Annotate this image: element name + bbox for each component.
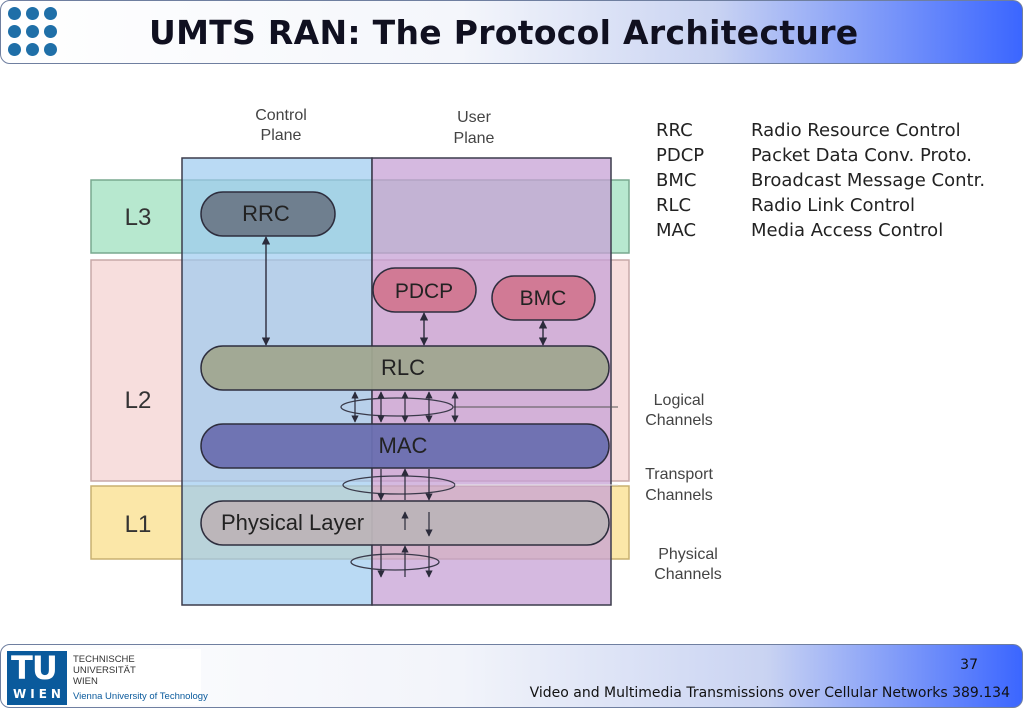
rrc-label: RRC bbox=[242, 201, 290, 226]
legend-row: RRC Radio Resource Control bbox=[656, 118, 985, 143]
legend-row: RLC Radio Link Control bbox=[656, 193, 985, 218]
l1-label: L1 bbox=[125, 511, 152, 538]
university-name: TECHNISCHE UNIVERSITÄT WIEN Vienna Unive… bbox=[73, 654, 208, 702]
physical-channels-label: Physical bbox=[658, 546, 718, 563]
rlc-block bbox=[200, 345, 610, 391]
legend-full: Broadcast Message Contr. bbox=[751, 170, 986, 191]
legend-abbr: PDCP bbox=[656, 145, 705, 166]
rlc-label: RLC bbox=[381, 355, 425, 380]
title-bar: UMTS RAN: The Protocol Architecture bbox=[0, 0, 1023, 64]
logical-channels-label: Channels bbox=[645, 412, 713, 429]
transport-channels-label: Channels bbox=[645, 487, 713, 504]
footer-bar: TU WIEN TECHNISCHE UNIVERSITÄT WIEN Vien… bbox=[0, 644, 1023, 708]
tu-logo-big: TU bbox=[11, 649, 58, 687]
bmc-label: BMC bbox=[520, 287, 567, 310]
legend-row: BMC Broadcast Message Contr. bbox=[656, 168, 985, 193]
logical-channels-label: Logical bbox=[654, 392, 705, 409]
legend-abbr: RLC bbox=[656, 195, 692, 216]
control-plane-label: Control bbox=[255, 107, 307, 124]
logo-dots-icon bbox=[8, 7, 58, 57]
physical-channels-ellipse bbox=[350, 553, 440, 571]
user-plane-label: Plane bbox=[454, 130, 495, 147]
legend-abbr: RRC bbox=[656, 120, 693, 141]
page-title: UMTS RAN: The Protocol Architecture bbox=[149, 13, 859, 52]
physical-channels-label: Channels bbox=[654, 566, 722, 583]
mac-label: MAC bbox=[379, 433, 428, 458]
rrc-block bbox=[200, 191, 336, 237]
l3-label: L3 bbox=[125, 204, 152, 231]
pdcp-label: PDCP bbox=[395, 280, 453, 303]
legend-abbr: MAC bbox=[656, 220, 697, 241]
university-line: WIEN bbox=[73, 676, 98, 687]
university-english-name: Vienna University of Technology bbox=[73, 691, 208, 702]
legend-full: Radio Link Control bbox=[751, 195, 915, 216]
legend-full: Packet Data Conv. Proto. bbox=[751, 145, 973, 166]
legend-full: Radio Resource Control bbox=[751, 120, 961, 141]
mac-block bbox=[200, 423, 610, 469]
l2-label: L2 bbox=[125, 387, 152, 414]
physical-layer-label: Physical Layer bbox=[221, 510, 364, 535]
university-line: TECHNISCHE bbox=[73, 654, 135, 665]
legend-abbr: BMC bbox=[656, 170, 697, 191]
tu-logo-small: WIEN bbox=[13, 687, 65, 701]
bmc-block bbox=[491, 275, 596, 321]
legend-full: Media Access Control bbox=[751, 220, 944, 241]
user-plane-label: User bbox=[457, 109, 491, 126]
abbreviation-legend: RRC Radio Resource Control PDCP Packet Dat… bbox=[656, 118, 985, 243]
legend-row: MAC Media Access Control bbox=[656, 218, 985, 243]
protocol-architecture-diagram: Control Plane User Plane L3 L2 L1 RRC PD… bbox=[90, 107, 722, 606]
pdcp-block bbox=[372, 267, 477, 313]
tu-logo-mark: TU WIEN bbox=[7, 649, 67, 705]
page-number: 37 bbox=[960, 657, 978, 673]
course-title: Video and Multimedia Transmissions over … bbox=[529, 685, 1010, 701]
legend-row: PDCP Packet Data Conv. Proto. bbox=[656, 143, 985, 168]
transport-channels-label: Transport bbox=[645, 466, 713, 483]
control-plane-label: Plane bbox=[261, 127, 302, 144]
tu-wien-logo: TU WIEN TECHNISCHE UNIVERSITÄT WIEN Vien… bbox=[5, 649, 208, 705]
university-line: UNIVERSITÄT bbox=[73, 665, 136, 676]
